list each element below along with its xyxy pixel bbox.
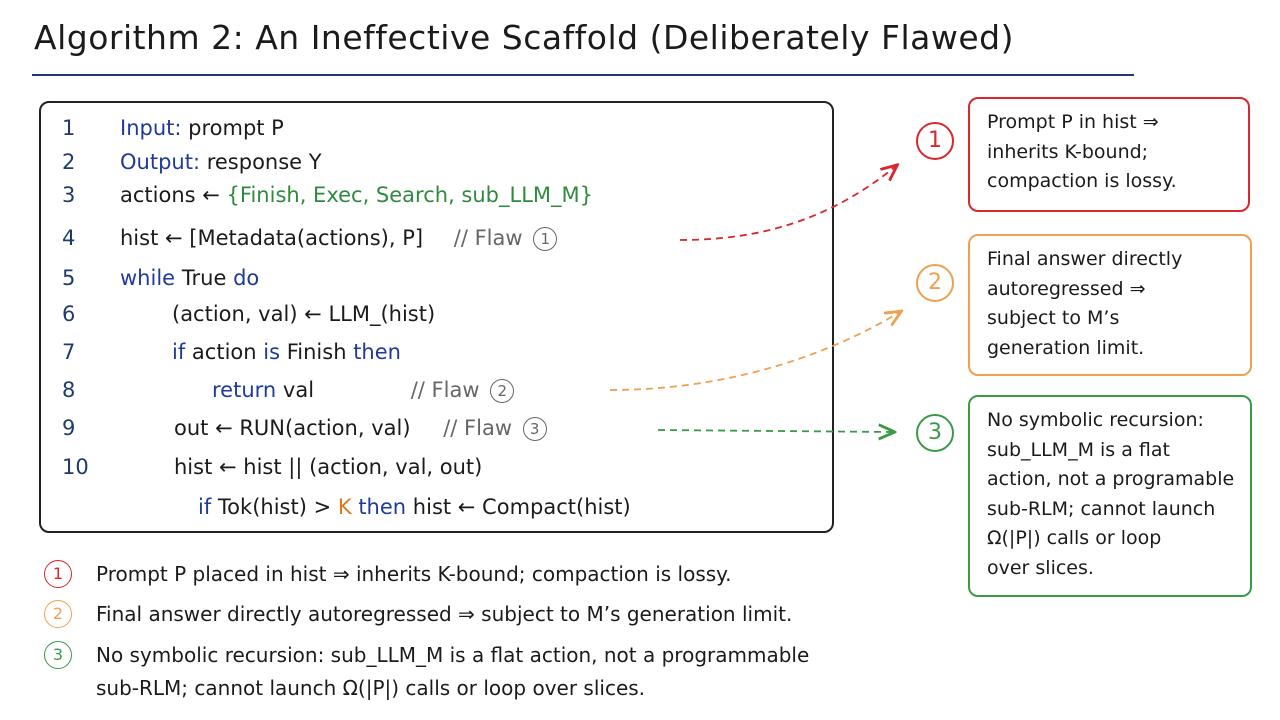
note-line: sub-RLM; cannot launch bbox=[987, 497, 1216, 520]
code-text: actions ← bbox=[120, 183, 220, 207]
line-number: 1 bbox=[62, 116, 76, 140]
code-text: prompt P bbox=[188, 116, 284, 140]
note-line: sub_LLM_M is a flat bbox=[987, 438, 1170, 461]
code-text: response Y bbox=[206, 150, 322, 174]
code-text: Tok(hist) > bbox=[217, 495, 332, 519]
keyword: do bbox=[233, 266, 260, 290]
note-line: action, not a programable bbox=[987, 468, 1235, 490]
note-line: generation limit. bbox=[987, 336, 1145, 359]
line-number: 5 bbox=[62, 266, 76, 290]
keyword: while bbox=[120, 266, 176, 290]
code-text: Finish bbox=[286, 340, 347, 364]
code-line-10: hist ← hist || (action, val, out) bbox=[174, 455, 482, 479]
footnote-badge-3: 3 bbox=[44, 641, 72, 669]
flaw-comment: // Flaw bbox=[453, 226, 523, 250]
keyword: then bbox=[358, 495, 407, 519]
code-line-10b: if Tok(hist) > K then hist ← Compact(his… bbox=[198, 495, 631, 519]
code-text: action bbox=[191, 340, 257, 364]
keyword: return bbox=[212, 378, 277, 402]
code-line-8: return val // Flaw 2 bbox=[212, 378, 515, 403]
note-line: compaction is lossy. bbox=[987, 170, 1177, 192]
footnote-3-cont: sub-RLM; cannot launch Ω(|P|) calls or l… bbox=[96, 676, 646, 700]
code-text: hist ← hist || (action, val, out) bbox=[174, 455, 483, 479]
keyword: is bbox=[263, 340, 281, 364]
line-number: 10 bbox=[62, 455, 89, 479]
note-line: subject to M’s bbox=[987, 307, 1120, 329]
line-number: 3 bbox=[62, 183, 76, 207]
line-number: 6 bbox=[62, 302, 76, 326]
note-line: Final answer directly bbox=[987, 248, 1183, 270]
line-number: 7 bbox=[62, 340, 76, 364]
action-set: Finish, Exec, Search, sub_LLM_M bbox=[239, 183, 580, 207]
note-line: Prompt P in hist ⇒ bbox=[987, 111, 1159, 133]
keyword: Input: bbox=[120, 116, 182, 140]
k-bound: K bbox=[337, 495, 352, 519]
code-text: val bbox=[282, 378, 315, 402]
keyword: Output: bbox=[120, 150, 201, 174]
flaw-note-1: Prompt P in hist ⇒ inherits K-bound; com… bbox=[968, 97, 1250, 212]
flaw-comment: // Flaw bbox=[410, 378, 480, 402]
code-text: hist ← [Metadata(actions), P] bbox=[120, 226, 424, 250]
flaw-note-2: Final answer directly autoregressed ⇒ su… bbox=[968, 234, 1252, 376]
flaw-note-3: No symbolic recursion: sub_LLM_M is a fl… bbox=[968, 395, 1252, 597]
code-line-5: while True do bbox=[120, 266, 259, 290]
flaw-marker-1: 1 bbox=[533, 227, 558, 251]
flaw-2-arrow bbox=[609, 312, 900, 391]
flaw-marker-3: 3 bbox=[522, 417, 547, 441]
flaw-marker-2: 2 bbox=[490, 379, 515, 403]
keyword: if bbox=[172, 340, 186, 364]
flaw-3-arrow bbox=[657, 430, 893, 432]
flaw-badge-2: 2 bbox=[916, 264, 954, 302]
footnote-3: No symbolic recursion: sub_LLM_M is a fl… bbox=[96, 643, 810, 667]
code-text: out ← RUN(action, val) bbox=[174, 416, 411, 440]
note-line: inherits K-bound; bbox=[987, 140, 1149, 163]
note-line: No symbolic recursion: bbox=[987, 409, 1204, 431]
algorithm-box bbox=[39, 101, 834, 533]
flaw-badge-1: 1 bbox=[916, 122, 954, 160]
line-number: 8 bbox=[62, 378, 76, 402]
code-text: hist ← Compact(hist) bbox=[412, 495, 631, 519]
footnote-1: Prompt P placed in hist ⇒ inherits K-bou… bbox=[96, 562, 732, 586]
code-line-1: Input: prompt P bbox=[120, 116, 284, 140]
code-line-7: if action is Finish then bbox=[172, 340, 401, 364]
flaw-1-arrow bbox=[679, 166, 896, 241]
keyword: if bbox=[198, 495, 212, 519]
note-line: over slices. bbox=[987, 556, 1094, 579]
page-title: Algorithm 2: An Ineffective Scaffold (De… bbox=[34, 18, 1014, 57]
flaw-comment: // Flaw bbox=[443, 416, 513, 440]
note-line: autoregressed ⇒ bbox=[987, 277, 1146, 300]
note-line: Ω(|P|) calls or loop bbox=[987, 527, 1162, 549]
line-number: 2 bbox=[62, 150, 76, 174]
line-number: 9 bbox=[62, 416, 76, 440]
title-underline bbox=[32, 74, 1134, 76]
keyword: then bbox=[353, 340, 401, 364]
code-text: (action, val) ← LLM_(hist) bbox=[172, 302, 436, 326]
footnote-badge-2: 2 bbox=[44, 600, 72, 628]
code-text: True bbox=[181, 266, 227, 290]
code-line-3: actions ← {Finish, Exec, Search, sub_LLM… bbox=[120, 183, 593, 207]
code-line-4: hist ← [Metadata(actions), P] // Flaw 1 bbox=[120, 226, 558, 251]
line-number: 4 bbox=[62, 226, 76, 250]
code-line-6: (action, val) ← LLM_(hist) bbox=[172, 302, 435, 326]
footnote-badge-1: 1 bbox=[44, 560, 72, 588]
footnote-2: Final answer directly autoregressed ⇒ su… bbox=[96, 602, 793, 626]
code-line-2: Output: response Y bbox=[120, 150, 322, 174]
code-line-9: out ← RUN(action, val) // Flaw 3 bbox=[174, 416, 547, 441]
flaw-badge-3: 3 bbox=[916, 414, 954, 452]
set-brace: } bbox=[579, 183, 594, 207]
set-brace: { bbox=[226, 183, 240, 207]
